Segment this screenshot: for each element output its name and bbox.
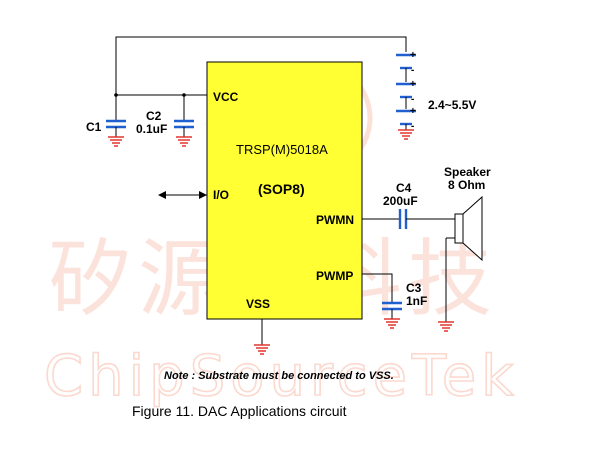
battery-minus-1: - [411, 65, 414, 76]
c3-value: 1nF [406, 294, 427, 308]
battery-minus-2: - [411, 94, 414, 105]
vss-ground [254, 319, 270, 355]
io-arrow-icon [158, 191, 207, 199]
c4-label: C4 [396, 181, 412, 195]
figure-caption: Figure 11. DAC Applications circuit [132, 403, 347, 419]
substrate-note: Note : Substrate must be connected to VS… [164, 370, 394, 382]
watermark-english: ChipSourceTek [44, 344, 519, 409]
pin-label-io: I/O [213, 188, 229, 202]
chip-package: (SOP8) [258, 181, 305, 197]
chip-body [206, 61, 363, 320]
pin-label-pwmn: PWMN [316, 213, 354, 227]
c4-value: 200uF [383, 194, 418, 208]
battery-supply: + - + - + - 2.4~5.5V [396, 50, 476, 140]
capacitor-c1: C1 [86, 95, 126, 147]
ground-icon [398, 129, 414, 140]
battery-minus-3: - [411, 121, 414, 132]
speaker-icon: Speaker 8 Ohm [438, 165, 491, 332]
c2-label: C2 [146, 109, 162, 123]
c1-label: C1 [86, 120, 102, 134]
ground-icon [254, 344, 270, 355]
battery-plus-2: + [410, 79, 416, 90]
c2-value: 0.1uF [136, 122, 167, 136]
capacitor-c2: C2 0.1uF [136, 95, 194, 147]
pin-label-vcc: VCC [213, 90, 239, 104]
pin-label-vss: VSS [246, 297, 270, 311]
pin-label-pwmp: PWMP [316, 269, 353, 283]
battery-plus-1: + [410, 50, 416, 61]
ground-icon [384, 318, 400, 329]
speaker-label: Speaker [444, 165, 491, 179]
capacitor-c3: C3 1nF [362, 273, 427, 329]
supply-wiring [114, 36, 407, 97]
ground-icon [438, 321, 454, 332]
chip-name: TRSP(M)5018A [236, 142, 328, 157]
c3-label: C3 [406, 281, 422, 295]
ground-icon [176, 136, 192, 147]
ground-icon [108, 136, 124, 147]
pwmn-output: C4 200uF [362, 181, 455, 229]
battery-plus-3: + [410, 106, 416, 117]
speaker-value: 8 Ohm [448, 178, 485, 192]
supply-voltage-label: 2.4~5.5V [428, 98, 476, 112]
